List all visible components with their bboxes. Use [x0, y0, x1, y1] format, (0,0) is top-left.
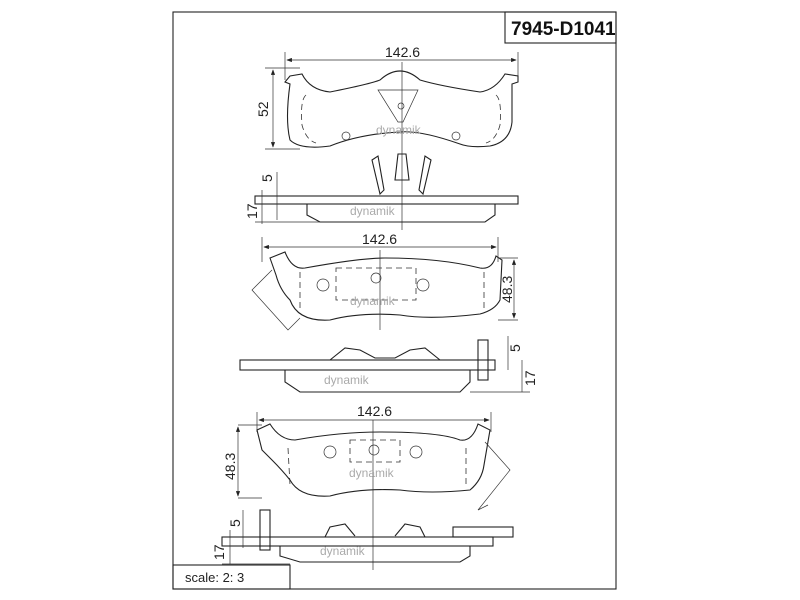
title-box [504, 11, 617, 44]
pad-2-side-view: 5 17 dynamik [239, 336, 538, 393]
part-number-title: 7945-D1041 [511, 19, 616, 40]
pad-1-width-dim: 142.6 [385, 44, 420, 60]
pad-2-height-dim: 48.3 [499, 276, 515, 303]
watermark: dynamik [350, 294, 396, 308]
watermark: dynamik [350, 204, 396, 218]
pad-3-thickness-dim: 17 [211, 544, 227, 560]
pad-3-front-view: 142.6 48.3 dynamik [222, 403, 511, 570]
pad-1-front-view: 142.6 52 dynamik [255, 44, 519, 230]
watermark: dynamik [324, 373, 370, 387]
pad-2-shim-dim: 5 [507, 344, 523, 352]
scale-box [172, 564, 291, 590]
pad-3-height-dim: 48.3 [222, 453, 238, 480]
pad-2-front-view: 142.6 48.3 dynamik [251, 231, 518, 331]
pad-1-thickness-dim: 17 [244, 203, 260, 219]
pad-3-side-view: 5 17 dynamik [211, 509, 514, 565]
watermark: dynamik [349, 466, 395, 480]
pad-2-width-dim: 142.6 [362, 231, 397, 247]
pad-1-height-dim: 52 [255, 101, 271, 117]
pad-1-side-view: 5 17 dynamik [244, 172, 519, 224]
scale-label: scale: 2: 3 [185, 570, 244, 585]
pad-3-width-dim: 142.6 [357, 403, 392, 419]
watermark: dynamik [320, 544, 366, 558]
watermark: dynamik [376, 123, 422, 137]
pad-3-shim-dim: 5 [227, 519, 243, 527]
drawing-frame [172, 11, 617, 590]
pad-2-thickness-dim: 17 [522, 370, 538, 386]
pad-1-shim-dim: 5 [259, 174, 275, 182]
